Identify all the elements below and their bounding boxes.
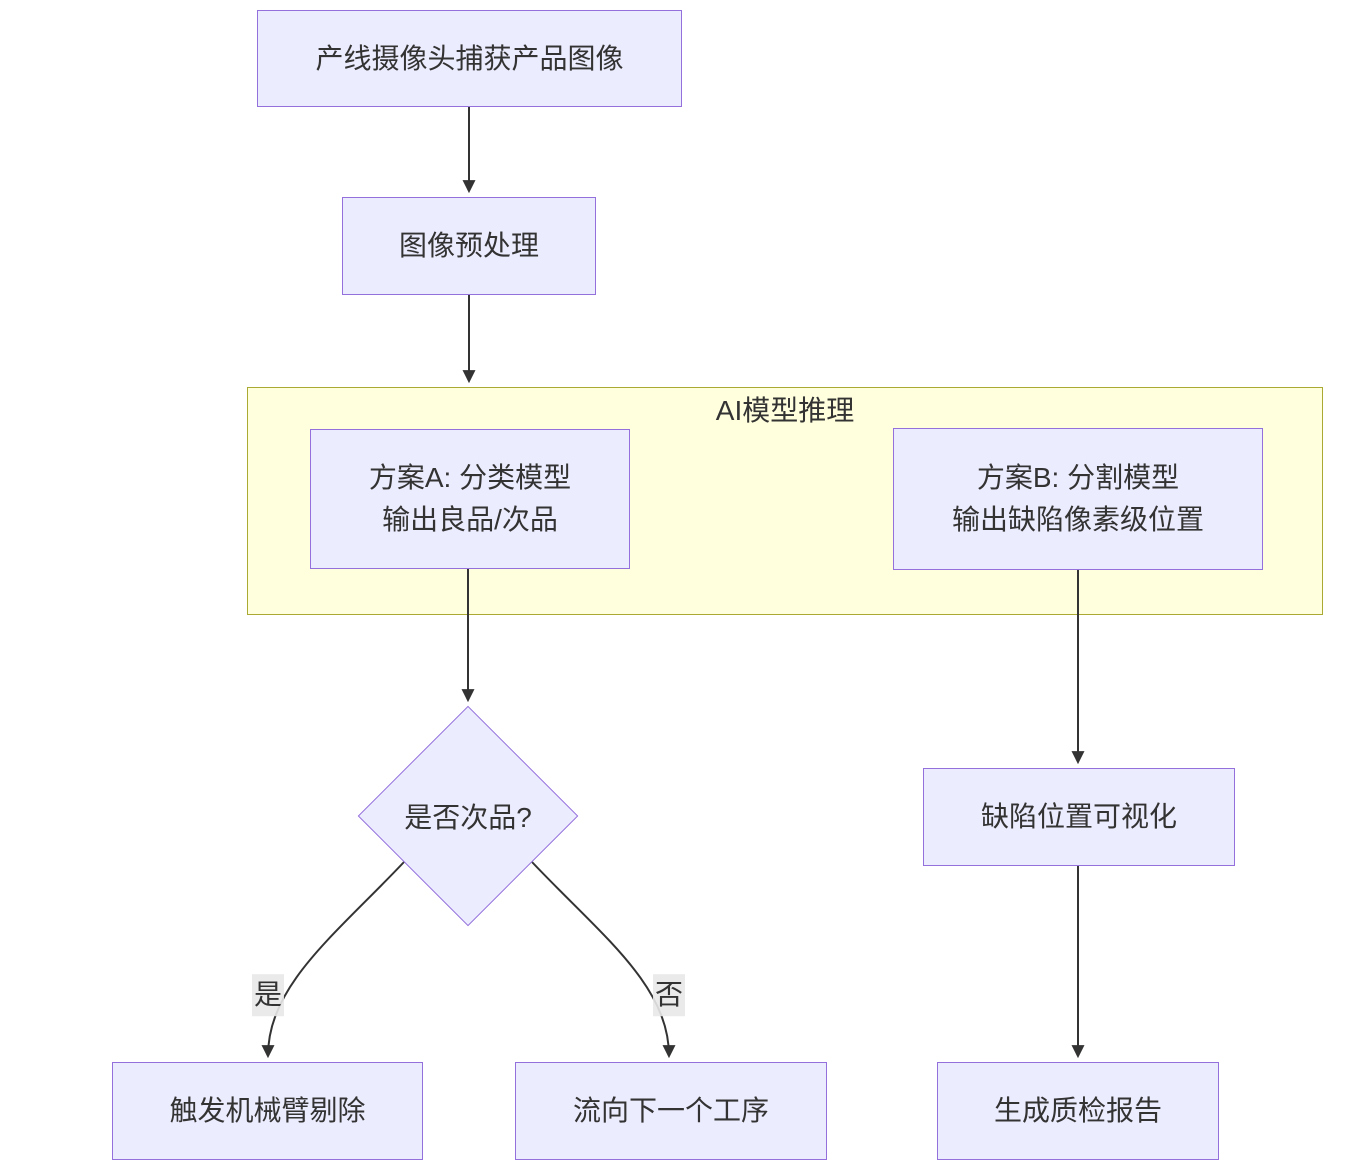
edge-label-yes: 是: [251, 974, 285, 1016]
node-defect-visualization: 缺陷位置可视化: [923, 768, 1235, 866]
node-plan-a-line2: 输出良品/次品: [382, 504, 558, 535]
node-defect-visualization-label: 缺陷位置可视化: [980, 801, 1177, 832]
decision-diamond-label: 是否次品?: [404, 802, 532, 833]
node-plan-a-line1: 方案A: 分类模型: [368, 462, 572, 493]
edge-decision-to-next: [531, 861, 676, 1059]
node-preprocess-label: 图像预处理: [398, 230, 539, 261]
node-capture-image-label: 产线摄像头捕获产品图像: [315, 42, 624, 74]
edge-label-no: 否: [652, 974, 686, 1016]
node-trigger-arm-reject: 触发机械臂剔除: [112, 1062, 423, 1160]
node-trigger-arm-reject-label: 触发机械臂剔除: [169, 1095, 366, 1126]
edge-decision-to-reject: [261, 861, 405, 1059]
node-plan-b-line2: 输出缺陷像素级位置: [951, 504, 1204, 535]
node-preprocess: 图像预处理: [342, 197, 596, 295]
node-generate-report-label: 生成质检报告: [993, 1095, 1162, 1126]
node-capture-image: 产线摄像头捕获产品图像: [257, 10, 682, 107]
node-plan-a-classification: 方案A: 分类模型 输出良品/次品: [310, 429, 630, 569]
node-plan-b-segmentation: 方案B: 分割模型 输出缺陷像素级位置: [893, 428, 1263, 570]
node-plan-b-line1: 方案B: 分割模型: [976, 462, 1180, 493]
subgraph-title: AI模型推理: [715, 395, 855, 426]
node-next-process-label: 流向下一个工序: [572, 1095, 769, 1126]
node-next-process: 流向下一个工序: [515, 1062, 827, 1160]
node-generate-report: 生成质检报告: [937, 1062, 1219, 1160]
